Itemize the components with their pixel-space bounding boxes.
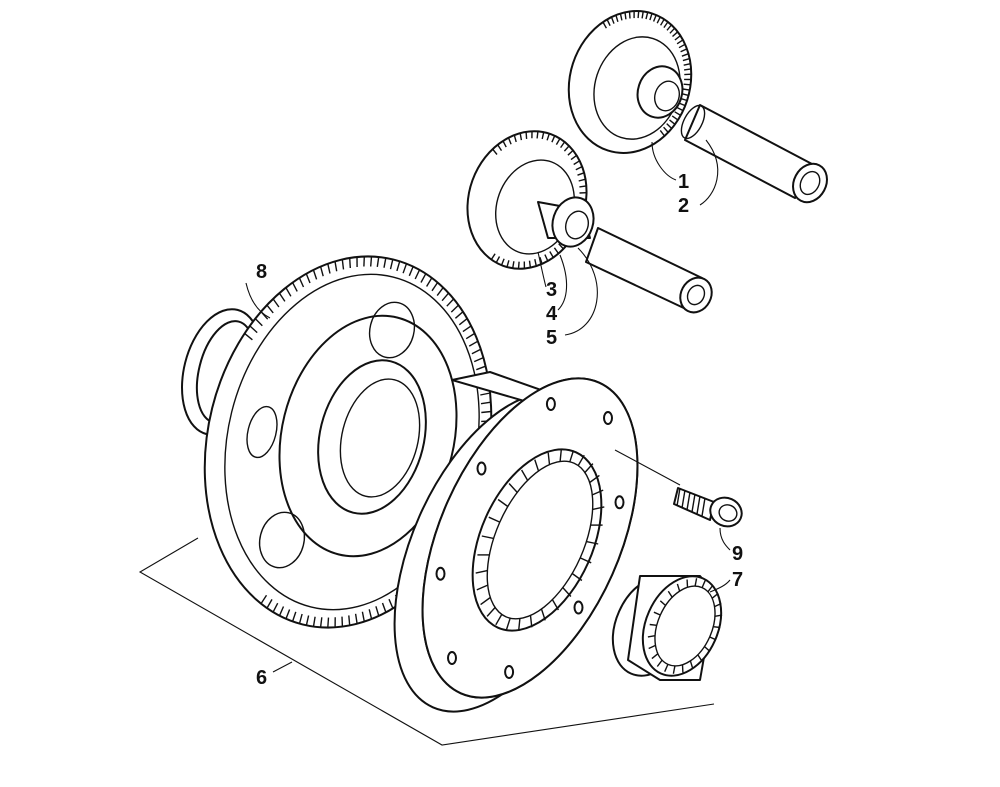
bolt [673, 487, 743, 528]
callout-5: 5 [546, 327, 557, 349]
callout-2: 2 [678, 195, 689, 217]
upper-shaft [680, 104, 828, 204]
callout-7: 7 [732, 569, 743, 591]
callout-9: 9 [732, 543, 743, 565]
needle-bearing [611, 575, 723, 681]
callout-8: 8 [256, 261, 267, 283]
callout-4: 4 [546, 303, 558, 325]
upper-gear [567, 10, 693, 154]
middle-gear [466, 130, 595, 270]
callouts: 1 2 3 4 5 6 7 8 9 [256, 171, 743, 689]
callout-3: 3 [546, 279, 557, 301]
lower-shaft [585, 227, 713, 314]
callout-1: 1 [678, 171, 689, 193]
leader-lines [138, 139, 731, 746]
callout-6: 6 [256, 667, 267, 689]
clutch-housing [393, 371, 639, 713]
